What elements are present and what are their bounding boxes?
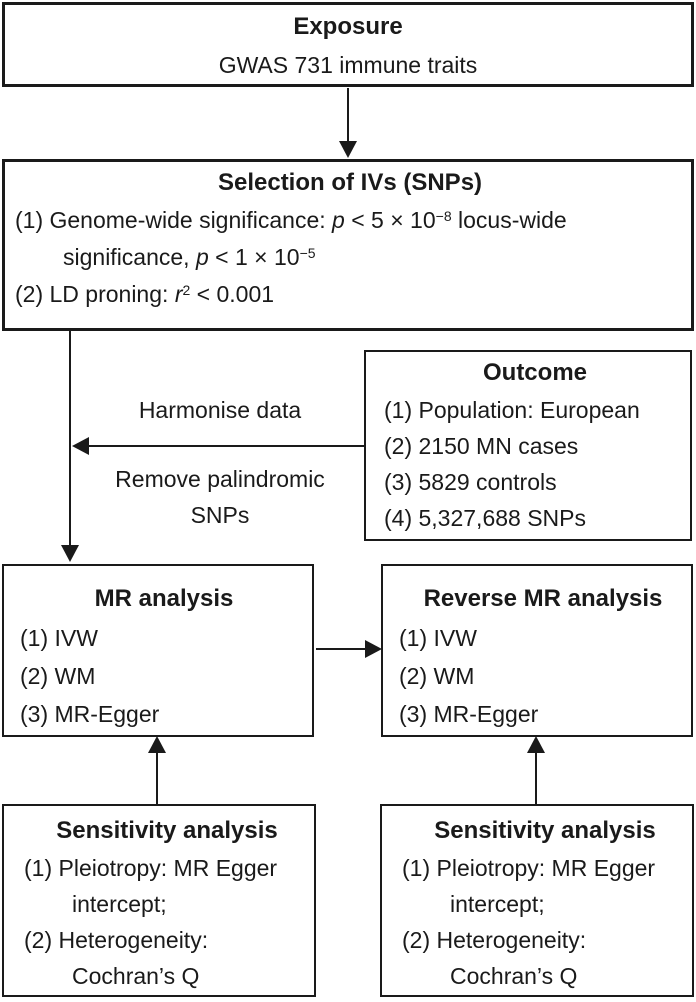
outcome-item: (4) 5,327,688 SNPs (384, 505, 587, 531)
reverse-mr-analysis-title: Reverse MR analysis (423, 585, 663, 612)
reverse-mr-analysis-item: (2) WM (399, 663, 475, 689)
arrow-head-right-icon (365, 640, 382, 658)
arrow-line (347, 88, 349, 143)
mr-analysis-item: (3) MR-Egger (20, 701, 160, 727)
sensitivity-analysis-left-box: Sensitivity analysis (1) Pleiotropy: MR … (2, 804, 316, 997)
arrow-line (156, 753, 158, 804)
sensitivity-analysis-title: Sensitivity analysis (56, 817, 278, 844)
sensitivity-analysis-title: Sensitivity analysis (434, 817, 656, 844)
arrow-line (69, 331, 71, 546)
reverse-mr-analysis-item: (3) MR-Egger (399, 701, 539, 727)
outcome-title: Outcome (482, 359, 587, 386)
reverse-mr-analysis-box: Reverse MR analysis (1) IVW (2) WM (3) M… (381, 564, 693, 737)
arrow-head-left-icon (72, 437, 89, 455)
iv-selection-title: Selection of IVs (SNPs) (217, 169, 483, 196)
arrow-head-down-icon (339, 141, 357, 158)
arrow-line (89, 445, 364, 447)
arrow-line (316, 648, 365, 650)
iv-selection-item: (2) LD proning: r2 < 0.001 (15, 281, 275, 307)
arrow-head-up-icon (148, 736, 166, 753)
outcome-item: (1) Population: European (384, 397, 640, 423)
sensitivity-analysis-item: (2) Heterogeneity:Cochran’s Q (402, 927, 587, 989)
outcome-item: (3) 5829 controls (384, 469, 557, 495)
reverse-mr-analysis-item: (1) IVW (399, 625, 477, 651)
sensitivity-analysis-item: (2) Heterogeneity:Cochran’s Q (24, 927, 209, 989)
arrow-line (535, 753, 537, 804)
exposure-title: Exposure (293, 13, 403, 40)
outcome-item: (2) 2150 MN cases (384, 433, 579, 459)
mr-analysis-item: (2) WM (20, 663, 96, 689)
mr-analysis-title: MR analysis (94, 585, 234, 612)
exposure-subtitle: GWAS 731 immune traits (218, 52, 478, 78)
iv-selection-box: Selection of IVs (SNPs) (1) Genome-wide … (2, 159, 694, 331)
mr-analysis-item: (1) IVW (20, 625, 98, 651)
arrow-head-up-icon (527, 736, 545, 753)
mr-analysis-box: MR analysis (1) IVW (2) WM (3) MR-Egger (2, 564, 314, 737)
arrow-head-down-icon (61, 545, 79, 562)
iv-selection-item: (1) Genome-wide significance: p < 5 × 10… (15, 207, 567, 270)
outcome-box: Outcome (1) Population: European (2) 215… (364, 350, 692, 541)
harmonise-data-label: Harmonise data (138, 397, 302, 423)
exposure-box: Exposure GWAS 731 immune traits (2, 2, 694, 87)
sensitivity-analysis-right-box: Sensitivity analysis (1) Pleiotropy: MR … (380, 804, 694, 997)
